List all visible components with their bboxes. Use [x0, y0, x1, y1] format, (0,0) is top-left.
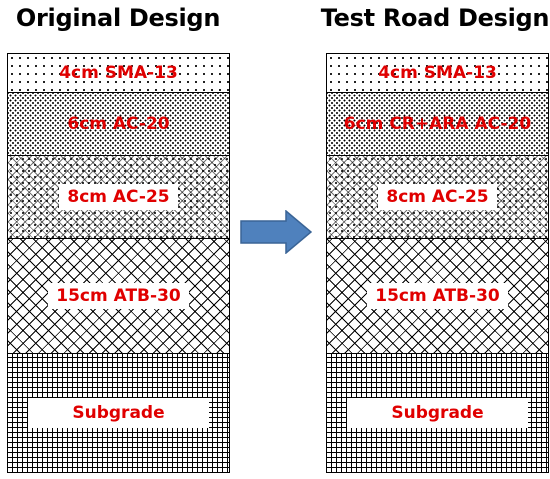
right-arrow-icon: [240, 210, 312, 254]
layer-label: 15cm ATB-30: [48, 283, 189, 309]
layer-label: 6cm AC-20: [67, 114, 170, 134]
layer-ac-25: 8cm AC-25: [7, 156, 230, 239]
layer-cr-ara-ac-20: 6cm CR+ARA AC-20: [326, 93, 549, 156]
layer-ac-20: 6cm AC-20: [7, 93, 230, 156]
layer-label: 15cm ATB-30: [367, 283, 508, 309]
layer-label: 8cm AC-25: [59, 184, 178, 210]
original-design-title: Original Design: [15, 4, 221, 32]
layer-sma-13: 4cm SMA-13: [7, 53, 230, 93]
layer-label: 4cm SMA-13: [59, 63, 178, 83]
layer-label: Subgrade: [28, 398, 209, 428]
layer-atb-30: 15cm ATB-30: [326, 239, 549, 354]
layer-subgrade: Subgrade: [326, 354, 549, 473]
layer-label: 4cm SMA-13: [378, 63, 497, 83]
layer-label: Subgrade: [347, 398, 528, 428]
layer-sma-13: 4cm SMA-13: [326, 53, 549, 93]
layer-subgrade: Subgrade: [7, 354, 230, 473]
layer-label: 6cm CR+ARA AC-20: [343, 114, 532, 134]
test-road-design-title: Test Road Design: [320, 4, 550, 32]
original-design-stack: 4cm SMA-13 6cm AC-20 8cm AC-25 15cm ATB-…: [7, 53, 230, 473]
layer-ac-25: 8cm AC-25: [326, 156, 549, 239]
layer-atb-30: 15cm ATB-30: [7, 239, 230, 354]
test-road-design-stack: 4cm SMA-13 6cm CR+ARA AC-20 8cm AC-25 15…: [326, 53, 549, 473]
layer-label: 8cm AC-25: [378, 184, 497, 210]
